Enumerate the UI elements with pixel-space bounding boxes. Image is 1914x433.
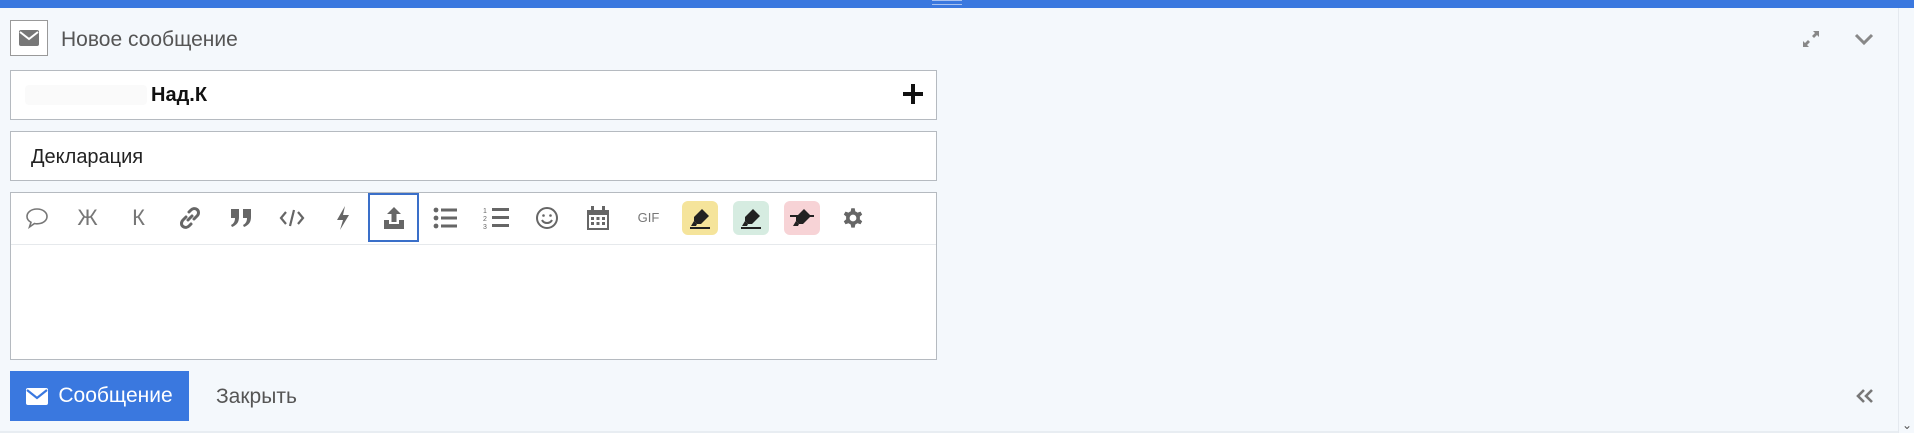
quote-icon[interactable] bbox=[215, 193, 266, 242]
bottom-divider bbox=[0, 431, 1898, 433]
message-body[interactable] bbox=[11, 245, 936, 359]
envelope-icon bbox=[26, 387, 49, 405]
upload-icon[interactable] bbox=[368, 193, 419, 242]
svg-text:3: 3 bbox=[483, 224, 487, 230]
send-message-button[interactable]: Сообщение bbox=[10, 371, 189, 421]
svg-text:1: 1 bbox=[483, 208, 487, 215]
numbered-list-icon[interactable]: 1 2 3 bbox=[470, 193, 521, 242]
italic-button[interactable]: К bbox=[113, 193, 164, 242]
send-label: Сообщение bbox=[58, 384, 173, 407]
chevron-down-icon[interactable] bbox=[1851, 26, 1877, 52]
bold-label: Ж bbox=[77, 204, 98, 230]
code-icon[interactable] bbox=[266, 193, 317, 242]
svg-text:2: 2 bbox=[483, 216, 487, 223]
gif-label: GIF bbox=[637, 210, 660, 225]
recipient-field[interactable]: Над.К bbox=[10, 70, 937, 120]
gear-icon[interactable] bbox=[827, 193, 878, 242]
scroll-down-icon[interactable]: ⌄ bbox=[1902, 418, 1913, 432]
highlighter-red-icon[interactable] bbox=[776, 193, 827, 242]
expand-icon[interactable] bbox=[1798, 26, 1824, 52]
message-editor[interactable]: Ж К bbox=[10, 192, 937, 360]
double-chevron-left-icon[interactable] bbox=[1852, 384, 1878, 408]
gif-button[interactable]: GIF bbox=[623, 193, 674, 242]
speech-bubble-icon[interactable] bbox=[11, 193, 62, 242]
smiley-icon[interactable] bbox=[521, 193, 572, 242]
highlighter-red-swatch bbox=[783, 200, 820, 235]
calendar-icon[interactable] bbox=[572, 193, 623, 242]
italic-label: К bbox=[132, 204, 145, 230]
lightning-icon[interactable] bbox=[317, 193, 368, 242]
subject-value: Декларация bbox=[31, 146, 144, 168]
highlighter-green-icon[interactable] bbox=[725, 193, 776, 242]
resize-grip[interactable] bbox=[932, 0, 962, 5]
subject-field[interactable]: Декларация bbox=[10, 131, 937, 181]
link-icon[interactable] bbox=[164, 193, 215, 242]
bold-button[interactable]: Ж bbox=[62, 193, 113, 242]
recipient-placeholder bbox=[25, 85, 147, 105]
recipient-name: Над.К bbox=[151, 84, 208, 106]
plus-icon[interactable] bbox=[900, 81, 926, 107]
compose-title: Новое сообщение bbox=[61, 28, 238, 51]
editor-toolbar: Ж К bbox=[11, 193, 936, 245]
close-button[interactable]: Закрыть bbox=[216, 385, 297, 408]
bullet-list-icon[interactable] bbox=[419, 193, 470, 242]
scrollbar[interactable]: ⌄ bbox=[1898, 8, 1914, 433]
highlighter-yellow-icon[interactable] bbox=[674, 193, 725, 242]
top-accent-bar bbox=[0, 0, 1914, 8]
highlighter-green-swatch bbox=[732, 200, 769, 235]
highlighter-yellow-swatch bbox=[681, 200, 718, 235]
envelope-icon bbox=[10, 20, 48, 56]
